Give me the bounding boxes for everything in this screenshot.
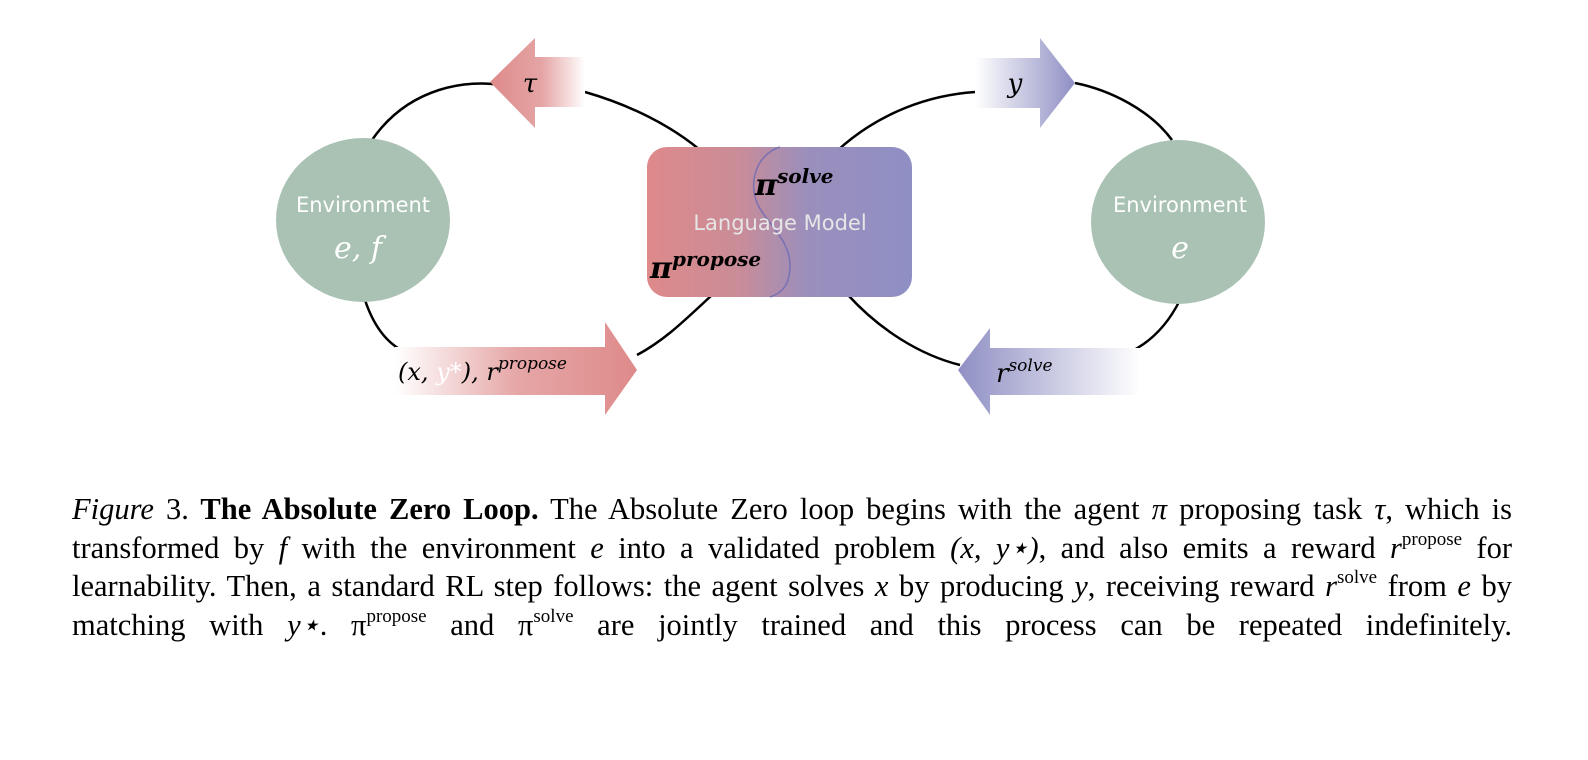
caption-number: 3.: [153, 492, 189, 526]
caption-text: solve: [1008, 356, 1052, 376]
caption-text: f: [278, 530, 288, 565]
caption-text: for learnability. Then, a standard RL st…: [72, 530, 1512, 604]
caption-text: , receiving reward: [1087, 569, 1326, 604]
caption-text: e: [1457, 569, 1471, 604]
absolute-zero-loop-diagram: Environment e, f Environment e Language …: [276, 38, 1265, 415]
divider-curve: [752, 146, 791, 298]
caption-text: (x, y⋆): [950, 530, 1039, 565]
caption-text: y⋆: [287, 607, 320, 642]
pi-solve: πsolve: [754, 164, 834, 203]
reward-label: rsolve: [996, 356, 1053, 389]
caption-text: solve: [776, 164, 834, 188]
reward-solve-arrow: rsolve: [958, 328, 1140, 415]
left-environment: Environment e, f: [276, 138, 450, 302]
caption-text: are jointly trained and this process can…: [573, 607, 1512, 642]
caption-text: with the environment: [287, 530, 591, 565]
figure-caption: Figure 3. The Absolute Zero Loop. The Ab…: [72, 490, 1512, 644]
right-environment: Environment e: [1091, 140, 1265, 304]
caption-text: from: [1377, 569, 1458, 604]
caption-text: into a validated problem: [603, 530, 951, 565]
caption-text: x: [874, 569, 889, 604]
caption-text: τ: [1374, 492, 1386, 526]
caption-text: proposing task: [1166, 492, 1375, 526]
caption-text: propose: [672, 247, 761, 271]
caption-text: r: [996, 359, 1010, 389]
caption-text: propose: [498, 354, 567, 374]
y-label: y: [1007, 69, 1023, 99]
caption-text: r: [1325, 569, 1337, 604]
caption-text: π: [649, 251, 673, 286]
caption-label: Figure: [72, 492, 154, 526]
caption-text: (x,: [398, 358, 436, 386]
language-model-box: Language Model πsolve πpropose: [647, 146, 912, 298]
caption-text: , which is transformed by: [72, 492, 1512, 565]
caption-text: π: [754, 168, 778, 203]
caption-text: propose: [1401, 528, 1463, 550]
problem-label: (x, y*), rpropose: [398, 354, 567, 386]
tau-label: τ: [523, 69, 538, 99]
caption-text: y: [1074, 569, 1088, 604]
pi-propose: πpropose: [649, 247, 761, 286]
left-env-label: Environment: [296, 193, 430, 217]
left-env-vars: e, f: [334, 231, 387, 266]
tau-arrow: τ: [490, 38, 585, 128]
caption-text: and: [426, 607, 518, 642]
caption-text: by producing: [888, 569, 1075, 604]
caption-text: π: [1151, 492, 1167, 526]
loop-curves: [363, 81, 1182, 367]
y-arrow: y: [975, 38, 1075, 128]
caption-text: solve: [1336, 567, 1378, 589]
caption-text: π: [351, 607, 367, 642]
caption-text: r: [1390, 530, 1402, 565]
right-env-label: Environment: [1113, 193, 1247, 217]
caption-text: ), r: [461, 358, 500, 386]
caption-text: propose: [366, 605, 427, 627]
caption-title: The Absolute Zero Loop.: [188, 492, 539, 526]
problem-arrow: (x, y*), rpropose: [395, 322, 637, 415]
caption-text: by matching with: [72, 569, 1512, 642]
model-label: Language Model: [693, 211, 866, 235]
right-env-vars: e: [1171, 231, 1189, 266]
caption-text: y*: [435, 358, 462, 386]
caption-text: e: [590, 530, 604, 565]
caption-text: .: [319, 607, 352, 642]
caption-text: , and also emits a reward: [1038, 530, 1391, 565]
caption-text: solve: [533, 605, 574, 627]
caption-text: The Absolute Zero loop begins with the a…: [538, 492, 1152, 526]
caption-text: π: [517, 607, 534, 642]
